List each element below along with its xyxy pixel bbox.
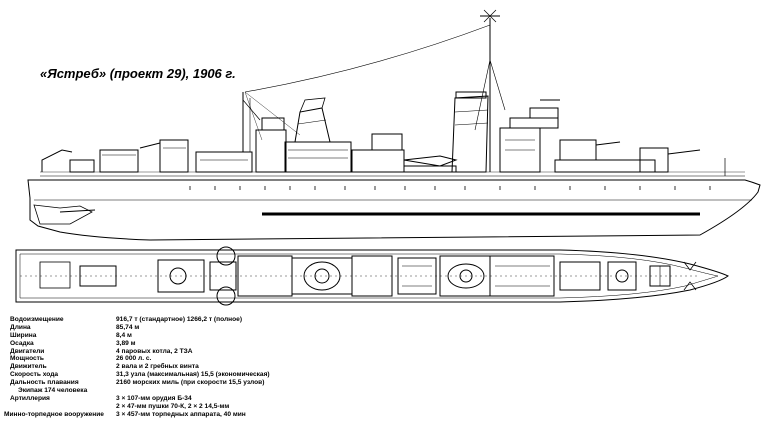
spec-value: 916,7 т (стандартное) 1266,2 т (полное) [116, 316, 243, 323]
spec-label: Водоизмещение [10, 316, 64, 323]
hull-outline [27, 179, 761, 241]
deck-outline [15, 249, 729, 303]
spec-value: 2 вала и 2 гребных винта [116, 363, 199, 371]
spec-label: Артиллерия [10, 394, 50, 402]
plan-view [15, 246, 729, 306]
spec-label: Длина [10, 323, 31, 331]
spec-value: 3,89 м [116, 339, 136, 347]
spec-value: 85,74 м [116, 323, 140, 331]
side-profile [27, 9, 761, 241]
spec-value: 8,4 м [116, 331, 132, 339]
spec-label: Дальность плавания [10, 379, 79, 387]
spec-value: 2 × 47-мм пушки 70-К, 2 × 2 14,5-мм [116, 402, 230, 410]
spec-label: Мощность [10, 355, 44, 363]
spec-label: Движитель [10, 363, 47, 371]
spec-value: 31,3 узла (максимальная) 15,5 (экономиче… [116, 371, 270, 379]
spec-value: 2160 морских миль (при скорости 15,5 узл… [116, 379, 265, 387]
spec-value: 3 × 457-мм торпедных аппарата, 40 мин [116, 410, 246, 418]
spec-label: Экипаж 174 человека [18, 387, 88, 395]
spec-label: Осадка [10, 339, 34, 347]
drawing-title: «Ястреб» (проект 29), 1906 г. [40, 66, 236, 81]
spec-label: Скорость хода [10, 371, 59, 379]
spec-value: 4 паровых котла, 2 ТЗА [116, 347, 193, 355]
spec-value: 26 000 л. с. [116, 355, 152, 363]
spec-label: Минно-торпедное вооружение [4, 410, 104, 418]
spec-label: Двигатели [10, 347, 45, 355]
spec-label: Ширина [10, 331, 37, 339]
spec-value: 3 × 107-мм орудия Б-34 [116, 394, 192, 402]
